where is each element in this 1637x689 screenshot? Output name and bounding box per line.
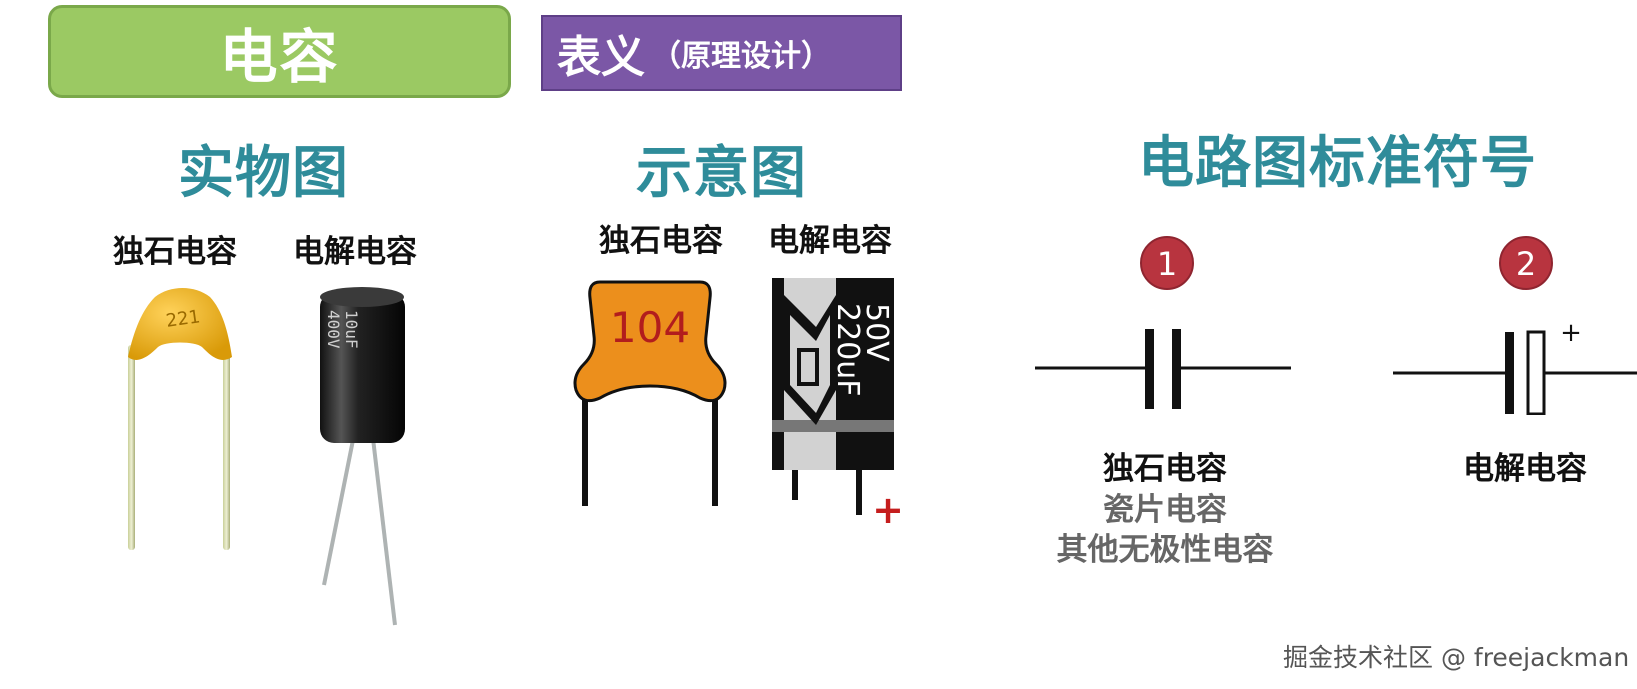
electrolytic-marking-1: 10uF [342, 310, 361, 349]
symbol1-caption-alt2: 其他无极性电容 [1056, 532, 1274, 568]
category-badge: 表义 （原理设计） [541, 15, 902, 91]
symbol2-caption-main: 电解电容 [1463, 451, 1587, 487]
symbol2-number: 2 [1516, 245, 1536, 283]
electrolytic-voltage: 50V [859, 303, 894, 362]
electrolytic-capacitance: 220uF [830, 303, 865, 397]
badge-main: 表义 [557, 32, 645, 83]
photo-label-ceramic: 独石电容 [113, 234, 237, 270]
photo-label-electrolytic: 电解电容 [293, 234, 417, 270]
electrolytic-capacitor-photo: 10uF 400V [320, 287, 405, 626]
sketch-label-ceramic: 独石电容 [599, 223, 723, 259]
symbol1-caption-main: 独石电容 [1103, 451, 1227, 487]
photo-section-heading: 实物图 [178, 141, 349, 206]
ceramic-value: 104 [610, 303, 690, 352]
ceramic-capacitor-photo: 221 [128, 288, 232, 550]
sketch-polarity-mark: + [872, 488, 904, 525]
nonpolar-capacitor-symbol: 1 [1035, 236, 1291, 409]
ceramic-marking: 221 [165, 306, 202, 332]
electrolytic-capacitor-sketch: 50V 220uF + [772, 278, 904, 525]
polarized-capacitor-symbol: 2 + [1393, 236, 1637, 415]
badge-sub: （原理设计） [651, 39, 831, 74]
symbol-section-heading: 电路图标准符号 [1138, 131, 1537, 196]
symbol1-caption-alt1: 瓷片电容 [1103, 492, 1227, 528]
electrolytic-marking-2: 400V [324, 310, 343, 349]
symbol2-polarity: + [1560, 318, 1582, 348]
sketch-section-heading: 示意图 [636, 141, 807, 206]
watermark: 掘金技术社区 @ freejackman [1283, 643, 1630, 672]
page-title: 电容 [48, 5, 511, 98]
symbol1-number: 1 [1157, 245, 1177, 283]
sketch-label-electrolytic: 电解电容 [768, 223, 892, 259]
ceramic-capacitor-sketch: 104 [573, 280, 727, 506]
